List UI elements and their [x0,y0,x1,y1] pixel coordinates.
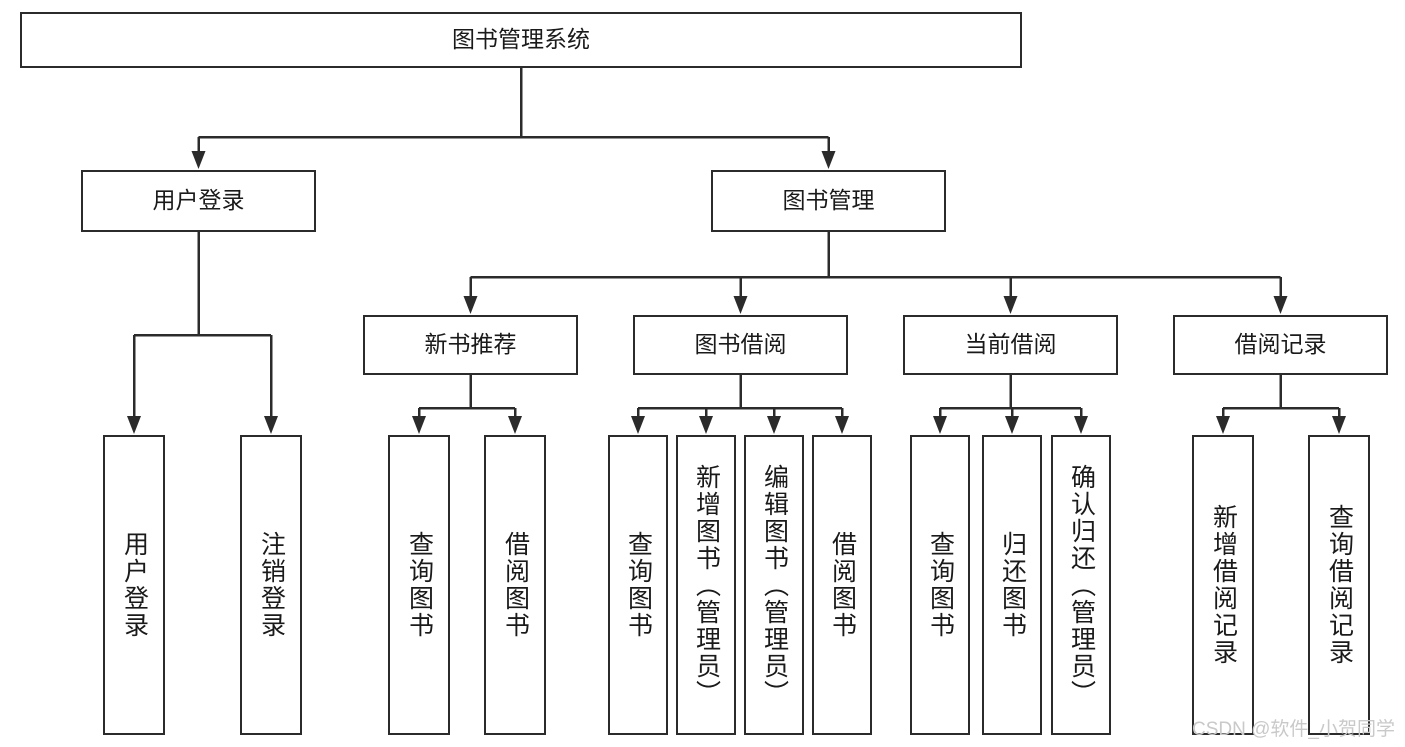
node-label: 图书管理 [782,187,875,214]
arrowhead [631,416,645,434]
node-leaf-new-query[interactable]: 查询图书 [388,435,450,735]
arrowhead [463,296,478,314]
node-l3-record[interactable]: 借阅记录 [1173,315,1388,375]
arrowhead [412,416,426,434]
arrowhead [933,416,947,434]
node-label: 新书推荐 [424,331,517,358]
node-leaf-radd[interactable]: 新增借阅记录 [1192,435,1254,735]
node-label: 编辑图书（管理员） [760,463,789,707]
node-label: 新增图书（管理员） [692,463,721,707]
node-label: 新增借阅记录 [1209,504,1238,666]
node-label: 借阅记录 [1234,331,1327,358]
node-leaf-cconfirm[interactable]: 确认归还（管理员） [1051,435,1111,735]
node-label: 查询图书 [624,531,653,639]
arrowhead [1074,416,1088,434]
node-label: 查询借阅记录 [1325,504,1354,666]
node-leaf-bedit[interactable]: 编辑图书（管理员） [744,435,804,735]
node-label: 用户登录 [152,187,245,214]
node-label: 查询图书 [405,531,434,639]
node-label: 用户登录 [120,531,149,639]
node-leaf-bq[interactable]: 查询图书 [608,435,668,735]
node-l3-borrow[interactable]: 图书借阅 [633,315,848,375]
node-label: 借阅图书 [501,531,530,639]
arrowhead [127,416,141,434]
arrowhead [191,151,206,169]
node-leaf-badd[interactable]: 新增图书（管理员） [676,435,736,735]
arrowhead [264,416,278,434]
node-label: 图书借阅 [694,331,787,358]
arrowhead [1005,416,1019,434]
node-label: 确认归还（管理员） [1067,463,1096,707]
node-label: 当前借阅 [964,331,1057,358]
node-root[interactable]: 图书管理系统 [20,12,1022,68]
node-leaf-user-logout[interactable]: 注销登录 [240,435,302,735]
node-leaf-creturn[interactable]: 归还图书 [982,435,1042,735]
arrowhead [1216,416,1230,434]
node-label: 注销登录 [257,531,286,639]
node-leaf-cq[interactable]: 查询图书 [910,435,970,735]
node-label: 查询图书 [926,531,955,639]
arrowhead [508,416,522,434]
arrowhead [767,416,781,434]
node-leaf-rquery[interactable]: 查询借阅记录 [1308,435,1370,735]
arrowhead [1273,296,1288,314]
node-l3-new[interactable]: 新书推荐 [363,315,578,375]
node-label: 图书管理系统 [452,26,590,53]
node-l2-book[interactable]: 图书管理 [711,170,946,232]
node-leaf-new-borrow[interactable]: 借阅图书 [484,435,546,735]
arrowhead [1003,296,1018,314]
node-l3-current[interactable]: 当前借阅 [903,315,1118,375]
arrowhead [699,416,713,434]
arrowhead [1332,416,1346,434]
node-label: 归还图书 [998,531,1027,639]
arrowhead [821,151,836,169]
node-leaf-user-login[interactable]: 用户登录 [103,435,165,735]
node-leaf-bborrow[interactable]: 借阅图书 [812,435,872,735]
node-label: 借阅图书 [828,531,857,639]
arrowhead [835,416,849,434]
node-l2-user[interactable]: 用户登录 [81,170,316,232]
arrowhead [733,296,748,314]
